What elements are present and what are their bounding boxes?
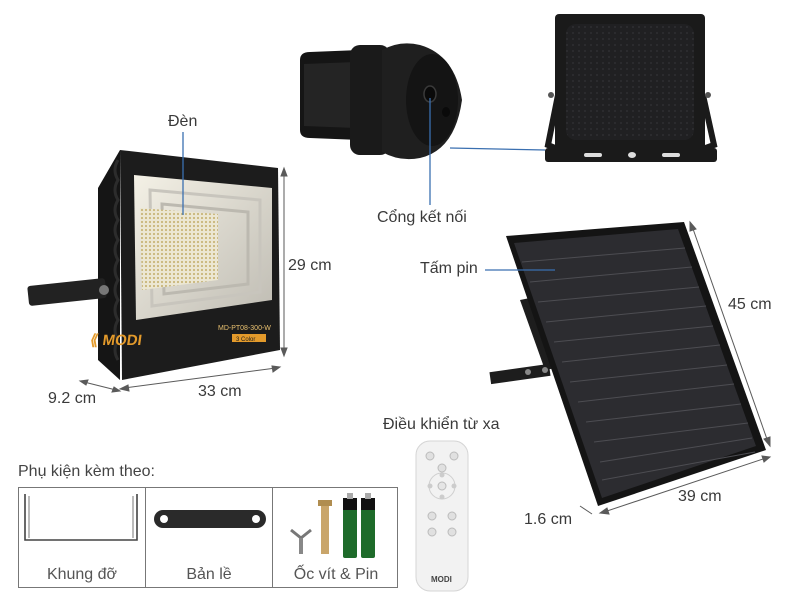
solar-panel — [489, 222, 766, 506]
accessory-oc-vit-pin: Ốc vít & Pin — [273, 488, 399, 587]
label-den: Đèn — [168, 113, 198, 130]
accessory-ban-le: Bản lề — [146, 488, 273, 587]
dim-panel-width: 39 cm — [678, 488, 722, 505]
flood-light: ⟪ MODI MD-PT08-300-W 3 Color — [27, 150, 280, 380]
dim-light-depth: 9.2 cm — [48, 390, 97, 407]
accessory-caption: Bản lề — [186, 566, 232, 583]
remote-control: MODI — [415, 440, 469, 592]
dim-light-width: 33 cm — [198, 383, 242, 400]
label-tam-pin: Tấm pin — [420, 260, 478, 277]
ban-le-illustration — [154, 510, 266, 528]
accessories-table: Khung đỡ Bản lề Ốc vít & Pin — [18, 487, 398, 588]
light-model-text: MD-PT08-300-W — [218, 325, 271, 332]
oc-vit-pin-illustration — [290, 493, 375, 558]
dim-panel-depth: 1.6 cm — [524, 511, 573, 528]
dim-light-height: 29 cm — [288, 257, 332, 274]
dim-panel-height: 45 cm — [728, 296, 772, 313]
label-dieu-khien: Điều khiển từ xa — [383, 416, 500, 433]
connector-closeup — [300, 43, 462, 160]
accessory-khung-do: Khung đỡ — [19, 488, 146, 587]
light-dimension-lines — [78, 166, 288, 393]
light-sub-text: 3 Color — [236, 337, 255, 343]
brand-logo-icon: ⟪ MODI — [89, 332, 143, 349]
remote-brand-text: MODI — [431, 575, 452, 584]
accessory-caption: Khung đỡ — [46, 566, 118, 583]
khung-do-illustration — [24, 494, 138, 541]
accessory-caption: Ốc vít & Pin — [293, 566, 379, 583]
accessories-title: Phụ kiện kèm theo: — [18, 463, 155, 480]
panel-dimension-lines — [579, 220, 772, 515]
light-back-view — [544, 14, 718, 162]
leader-connector-link — [449, 147, 546, 151]
label-cong-ket-noi: Cổng kết nối — [377, 209, 467, 226]
